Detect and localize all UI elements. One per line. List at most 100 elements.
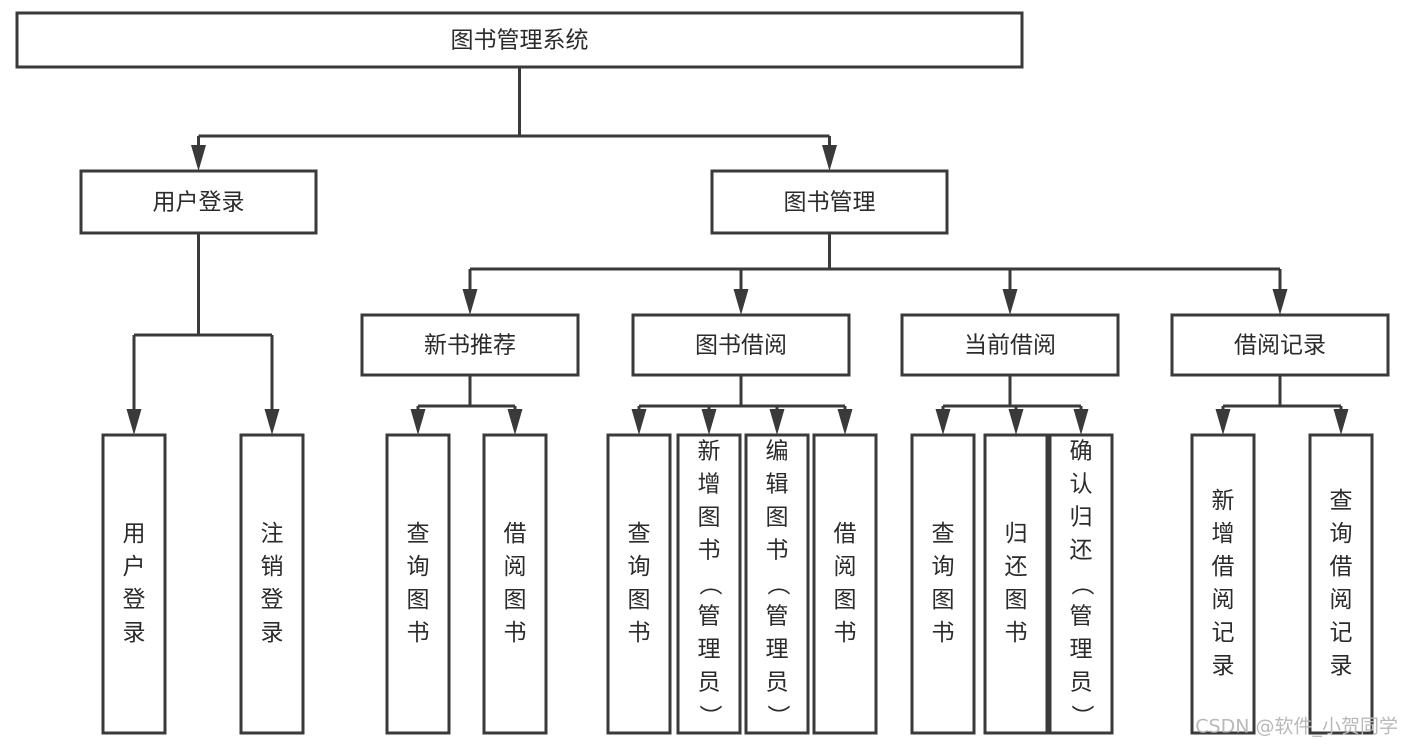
node-current-borrow[interactable]: 当前借阅 xyxy=(900,313,1120,377)
connector-book-management xyxy=(462,233,1288,315)
node-label-leaf-edit-book-admin-char-8: ） xyxy=(765,705,791,728)
node-label-leaf-add-borrow-record-char-2: 借 xyxy=(1212,554,1235,580)
node-box-root[interactable] xyxy=(15,11,1024,69)
node-label-leaf-borrow-book-recommend-char-1: 阅 xyxy=(504,554,527,580)
node-label-leaf-confirm-return-admin-char-4: （ xyxy=(1069,573,1095,596)
node-box-leaf-query-book-borrow[interactable] xyxy=(606,433,672,735)
node-label-leaf-query-book-current-char-2: 图 xyxy=(932,587,955,613)
node-label-leaf-confirm-return-admin-char-8: ） xyxy=(1069,705,1095,728)
node-box-leaf-confirm-return-admin[interactable] xyxy=(1048,433,1114,735)
connector-borrow-record xyxy=(1215,375,1349,435)
node-book-borrow[interactable]: 图书借阅 xyxy=(631,313,851,377)
node-label-leaf-return-book-char-0: 归 xyxy=(1005,521,1028,547)
node-box-leaf-logout-login[interactable] xyxy=(239,433,305,735)
node-layer: 图书管理系统用户登录图书管理新书推荐图书借阅当前借阅借阅记录用户登录注销登录查询… xyxy=(15,11,1390,735)
node-label-leaf-borrow-book-recommend-char-3: 书 xyxy=(504,620,527,646)
node-label-leaf-borrow-book-char-2: 图 xyxy=(834,587,857,613)
node-label-leaf-user-login-char-2: 登 xyxy=(123,587,146,613)
node-label-root: 图书管理系统 xyxy=(451,28,589,54)
node-label-leaf-edit-book-admin-char-3: 书 xyxy=(766,538,789,564)
node-label-leaf-borrow-book-recommend-char-2: 图 xyxy=(504,587,527,613)
node-label-leaf-return-book-char-1: 还 xyxy=(1005,554,1028,580)
node-label-leaf-return-book-char-2: 图 xyxy=(1005,587,1028,613)
node-label-leaf-add-book-admin-char-1: 增 xyxy=(698,472,721,498)
node-label-leaf-add-borrow-record-char-5: 录 xyxy=(1212,653,1235,679)
node-box-leaf-return-book[interactable] xyxy=(983,433,1049,735)
node-label-leaf-confirm-return-admin-char-2: 归 xyxy=(1070,505,1093,531)
node-label-leaf-edit-book-admin-char-0: 编 xyxy=(766,439,789,465)
node-label-leaf-edit-book-admin-char-6: 理 xyxy=(766,637,789,663)
node-user-login[interactable]: 用户登录 xyxy=(79,169,318,235)
node-label-leaf-confirm-return-admin-char-6: 理 xyxy=(1070,637,1093,663)
node-new-book-recommend[interactable]: 新书推荐 xyxy=(360,313,580,377)
csdn-watermark: CSDN @软件_小贺同学 xyxy=(1195,716,1398,738)
node-label-leaf-query-borrow-record-char-5: 录 xyxy=(1330,653,1353,679)
node-label-leaf-query-book-recommend-char-0: 查 xyxy=(407,521,430,547)
node-label-leaf-user-login-char-3: 录 xyxy=(123,620,146,646)
node-label-leaf-add-book-admin-char-0: 新 xyxy=(698,439,721,465)
connector-user-login xyxy=(126,233,280,435)
node-box-leaf-borrow-book-recommend[interactable] xyxy=(482,433,548,735)
node-label-leaf-query-book-current-char-1: 询 xyxy=(932,554,955,580)
node-book-management[interactable]: 图书管理 xyxy=(710,169,949,235)
node-box-user-login[interactable] xyxy=(79,169,318,235)
node-label-leaf-add-borrow-record-char-4: 记 xyxy=(1212,620,1235,646)
node-label-leaf-query-book-borrow-char-0: 查 xyxy=(628,521,651,547)
node-label-leaf-query-borrow-record-char-3: 阅 xyxy=(1330,587,1353,613)
node-label-leaf-query-book-borrow-char-1: 询 xyxy=(628,554,651,580)
node-borrow-record[interactable]: 借阅记录 xyxy=(1170,313,1390,377)
node-label-leaf-query-book-borrow-char-2: 图 xyxy=(628,587,651,613)
node-label-book-management: 图书管理 xyxy=(784,190,876,216)
node-box-leaf-query-borrow-record[interactable] xyxy=(1308,433,1374,735)
node-label-leaf-query-borrow-record-char-2: 借 xyxy=(1330,554,1353,580)
node-label-leaf-add-book-admin-char-5: 管 xyxy=(698,604,721,630)
node-label-leaf-add-book-admin-char-3: 书 xyxy=(698,538,721,564)
node-label-leaf-logout-login-char-0: 注 xyxy=(261,521,284,547)
node-box-leaf-user-login[interactable] xyxy=(101,433,167,735)
connector-layer xyxy=(126,67,1349,435)
node-box-new-book-recommend[interactable] xyxy=(360,313,580,377)
node-box-leaf-add-borrow-record[interactable] xyxy=(1190,433,1256,735)
node-label-borrow-record: 借阅记录 xyxy=(1234,333,1326,359)
node-root[interactable]: 图书管理系统 xyxy=(15,11,1024,69)
node-label-leaf-confirm-return-admin-char-3: 还 xyxy=(1070,538,1093,564)
connector-root xyxy=(191,67,837,171)
node-box-leaf-edit-book-admin[interactable] xyxy=(744,433,810,735)
node-box-current-borrow[interactable] xyxy=(900,313,1120,377)
node-box-leaf-query-book-current[interactable] xyxy=(910,433,976,735)
node-label-user-login: 用户登录 xyxy=(153,190,245,216)
node-label-leaf-add-borrow-record-char-0: 新 xyxy=(1212,488,1235,514)
node-box-leaf-borrow-book[interactable] xyxy=(812,433,878,735)
node-box-book-management[interactable] xyxy=(710,169,949,235)
node-box-borrow-record[interactable] xyxy=(1170,313,1390,377)
node-box-leaf-add-book-admin[interactable] xyxy=(676,433,742,735)
node-box-book-borrow[interactable] xyxy=(631,313,851,377)
node-label-book-borrow: 图书借阅 xyxy=(695,333,787,359)
node-label-leaf-edit-book-admin-char-1: 辑 xyxy=(766,472,789,498)
node-label-leaf-user-login-char-0: 用 xyxy=(123,521,146,547)
node-label-leaf-query-borrow-record-char-4: 记 xyxy=(1330,620,1353,646)
node-label-leaf-borrow-book-char-0: 借 xyxy=(834,521,857,547)
node-leaf-user-login[interactable]: 用户登录 xyxy=(101,433,167,735)
node-box-leaf-query-book-recommend[interactable] xyxy=(385,433,451,735)
node-label-leaf-edit-book-admin-char-4: （ xyxy=(765,573,791,596)
node-label-leaf-confirm-return-admin-char-5: 管 xyxy=(1070,604,1093,630)
node-label-leaf-query-book-current-char-3: 书 xyxy=(932,620,955,646)
node-label-leaf-add-book-admin-char-6: 理 xyxy=(698,637,721,663)
node-label-leaf-query-book-recommend-char-1: 询 xyxy=(407,554,430,580)
node-label-leaf-edit-book-admin-char-5: 管 xyxy=(766,604,789,630)
